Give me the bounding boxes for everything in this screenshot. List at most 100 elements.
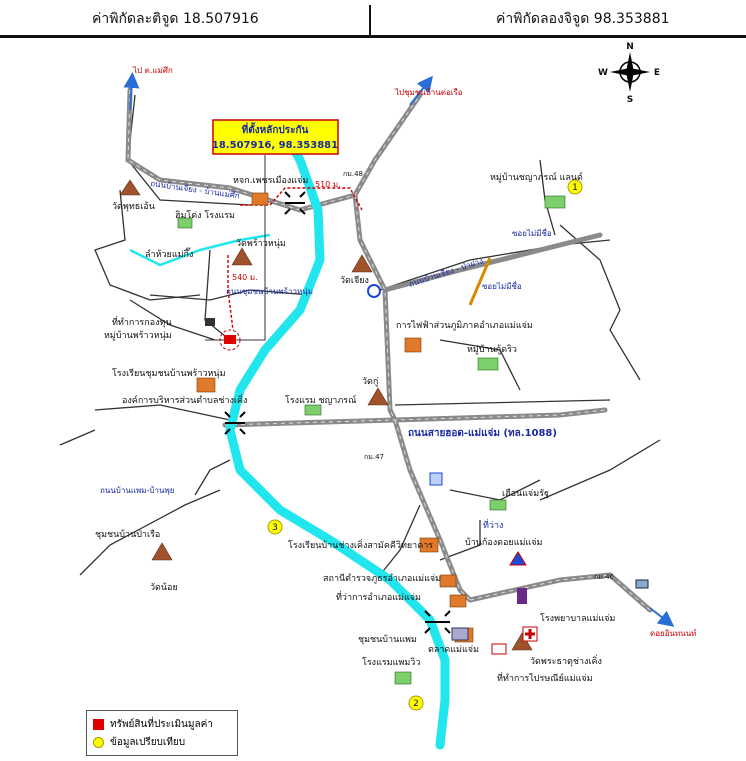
building-icon (449, 594, 467, 608)
legend-comparable-swatch (93, 736, 104, 748)
place-hospital: โรงพยาบาลแม่แจ่ม (540, 613, 615, 624)
header-divider (369, 5, 371, 35)
flag-icon (517, 588, 527, 604)
place-wat-chiang: วัดเจียง (340, 275, 369, 286)
place-khuang: ที่ว่าง (483, 518, 503, 531)
hotel-icon (304, 404, 322, 416)
hotel-icon (394, 671, 412, 685)
place-wat-phutthoen: วัดพุทธเอ้น (112, 201, 155, 212)
hospital-icon (522, 626, 538, 642)
compass-n: N (626, 42, 634, 52)
compass-e: E (654, 68, 660, 78)
post-icon (491, 643, 507, 655)
minor-roads (59, 94, 661, 576)
road-label-to-mae-suek: ไป ต.แม่ศึก (132, 66, 173, 75)
location-map: ที่ตั้งหลักประกัน 18.507916, 98.353881 N… (59, 42, 696, 750)
place-wat-ku: วัดกู่ (362, 377, 378, 387)
building-icon (404, 337, 422, 353)
place-village-fund-2: หมู่บ้านพร้าวหนุ่ม (104, 330, 172, 341)
bridge-marks (224, 191, 451, 634)
place-wat-noi: วัดน้อย (150, 582, 178, 593)
map-legend: ทรัพย์สินที่ประเมินมูลค่า ข้อมูลเปรียบเท… (86, 710, 238, 756)
place-police: สถานีตำรวจภูธรอำเภอแม่แจ่ม (323, 573, 441, 584)
svg-text:1: 1 (572, 183, 578, 193)
place-village-fund: ที่ทำการกองทุน (112, 315, 172, 328)
place-wat-phra-that: วัดพระธาตุช่างเคิ่ง (530, 654, 602, 667)
place-phaem-view: โรงแรมแพมวิว (362, 657, 420, 668)
place-market: ตลาดแม่แจ่ม (428, 645, 479, 655)
compass-w: W (598, 68, 608, 78)
compass-s: S (627, 95, 633, 105)
place-mae-ke-creek: ลำห้วยแม่กึ๊ง (145, 247, 193, 260)
place-ban-phaem: ชุมชนบ้านแพม (358, 634, 417, 645)
place-phrao-school: โรงเรียนชุมชนบ้านพร้าวหนุ่ม (112, 368, 226, 379)
hotel-icon (489, 499, 507, 511)
village-icon (544, 195, 566, 209)
temple-icon (351, 254, 373, 273)
distance-540: 540 ม. (232, 273, 258, 282)
road-label-soi-1: ซอยไม่มีชื่อ (512, 227, 552, 238)
arrow-to-ban-tor-ruea (409, 75, 433, 106)
place-chayaporn-hotel: โรงแรม ชญาภรณ์ (285, 394, 356, 406)
place-sammakkhi-school: โรงเรียนบ้านช่างเคิ่งสามัคคีวิทยาคาร (288, 538, 433, 551)
main-roads (125, 87, 653, 613)
place-chayaporn-land: หมู่บ้านชญาภรณ์ แลนด์ (490, 171, 583, 183)
location-box-coords: 18.507916, 98.353881 (212, 140, 338, 151)
legend-comparable-label: ข้อมูลเปรียบเทียบ (110, 736, 186, 748)
comparable-1-marker: 1 (567, 179, 583, 195)
fuel-station-icon (429, 472, 443, 486)
building-icon (196, 377, 216, 393)
comparable-3-marker: 3 (267, 519, 283, 535)
latitude-label: ค่าพิกัดละติจูด 18.507916 (92, 11, 259, 27)
legend-comparable-row: ข้อมูลเปรียบเทียบ (93, 735, 185, 749)
longitude-label: ค่าพิกัดลองจิจูด 98.353881 (496, 11, 670, 27)
place-wat-phrao-num: วัดพร้าวหนุ่ม (236, 238, 286, 249)
road-label-chiang-pang: ถนนบ้านเจียง - ป่าฝาง (408, 256, 485, 289)
location-box-title: ที่ตั้งหลักประกัน (242, 122, 309, 136)
place-ban-kong-doi: บ้านก้องดอยแม่แจ่ม (465, 537, 542, 548)
mae-ke-creek (129, 233, 271, 267)
legend-subject-swatch (93, 718, 104, 730)
temple-icon (367, 387, 389, 406)
fund-office-icon (205, 318, 215, 326)
building-icon (251, 192, 269, 206)
temple-icon (151, 542, 173, 561)
place-post-office: ที่ทำการไปรษณีย์แม่แจ่ม (497, 671, 593, 684)
mae-chaem-river (225, 120, 450, 750)
location-box (212, 119, 339, 155)
road-label-hot-maechaem: ถนนสายฮอด-แม่แจ่ม (ทล.1088) (408, 427, 557, 439)
building-icon (419, 537, 439, 553)
road-label-phrao-num: ถนนชุมชนบ้านพร้าวหนุ่ม (226, 287, 313, 296)
svg-text:2: 2 (413, 699, 419, 709)
svg-text:3: 3 (272, 523, 278, 533)
place-district-office: ที่ว่าการอำเภอแม่แจ่ม (336, 590, 421, 603)
gas-station-icon (509, 551, 527, 566)
place-himdong-hotel: ฮิมโต่ง โรงแรม (175, 210, 235, 221)
hotel-icon (177, 217, 193, 229)
place-ban-pa-ruea: ชุมชนบ้านป่าเรือ (95, 529, 160, 540)
km46-label: กม.46 (594, 573, 615, 581)
coordinate-header: ค่าพิกัดละติจูด 18.507916 ค่าพิกัดลองจิจ… (0, 0, 746, 38)
temple-icon (231, 247, 253, 266)
road-label-soi-2: ซอยไม่มีชื่อ (482, 280, 522, 291)
market-icon (451, 627, 469, 641)
place-sao-office: องค์การบริหารส่วนตำบลช่างเคิ่ง (122, 393, 247, 406)
pea-logo-icon (367, 284, 381, 298)
bus-icon (635, 579, 649, 589)
road-label-doi-inthanon: ดอยอินทนนท์ (650, 628, 696, 638)
road-label-to-ban-tor-ruea: ไปชุมชนบ้านต่อเรือ (394, 88, 463, 97)
km48-label: กม.48 (343, 170, 363, 178)
place-pea-office: การไฟฟ้าส่วนภูมิภาคอำเภอแม่แจ่ม (396, 320, 533, 331)
legend-subject-row: ทรัพย์สินที่ประเมินมูลค่า (93, 717, 213, 731)
temple-icon (119, 179, 141, 196)
legend-subject-label: ทรัพย์สินที่ประเมินมูลค่า (110, 718, 213, 730)
distance-510: 510 ม. (315, 180, 341, 189)
road-label-phaem-phui: ถนนบ้านแพม-บ้านพุย (100, 486, 174, 495)
comparable-2-marker: 2 (408, 695, 424, 711)
building-icon (439, 574, 457, 588)
arrow-to-mae-suek (123, 72, 140, 111)
distance-line-540 (227, 255, 234, 331)
place-rueanmaechaem: เฮือนแจ่มรัฐ (502, 488, 549, 499)
place-petch-mueang: หจก.เพชรเมืองแจ่ม (233, 175, 308, 186)
km47-label: กม.47 (364, 453, 384, 461)
